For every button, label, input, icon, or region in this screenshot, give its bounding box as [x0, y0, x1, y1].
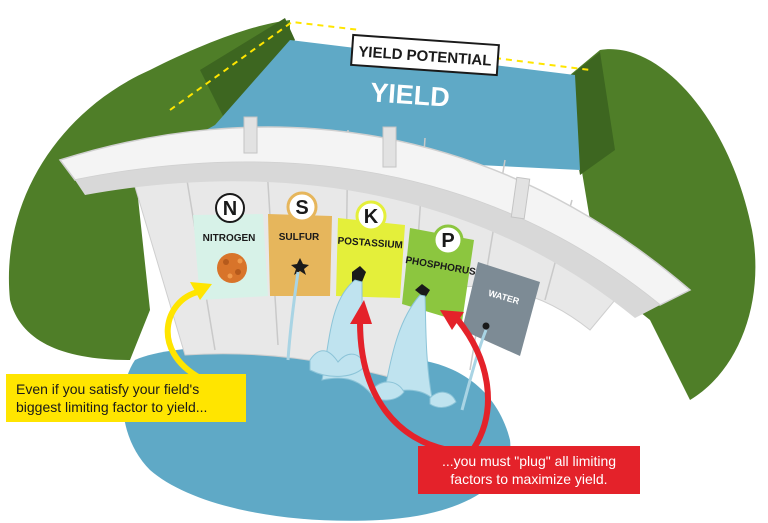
label-nitrogen: NITROGEN — [203, 233, 256, 244]
badge-p-letter: P — [441, 230, 454, 252]
splash — [309, 350, 457, 408]
grass-left-bank-shadow — [200, 18, 295, 120]
badge-s — [286, 191, 318, 223]
label-sulfur: SULFUR — [279, 232, 320, 243]
badge-k — [355, 200, 387, 232]
yield-potential-label-box — [350, 33, 500, 77]
badge-n — [215, 193, 245, 223]
sulfur-leak-icon — [286, 258, 309, 361]
callout-plug-all-factors: ...you must "plug" all limiting factors … — [418, 446, 640, 494]
badge-k-letter: K — [364, 206, 379, 228]
badge-s-letter: S — [295, 197, 308, 219]
red-arrowhead-right-icon — [440, 310, 464, 330]
water-leak-icon — [460, 322, 490, 411]
yellow-arrowhead-icon — [190, 282, 212, 300]
nutrient-badges: N S K P — [215, 191, 464, 256]
badge-p — [432, 224, 464, 256]
red-arrow-left — [357, 319, 451, 453]
red-arrow-right — [455, 317, 491, 451]
grass-right — [570, 49, 756, 401]
red-arrowhead-left-icon — [350, 300, 372, 324]
phosphorus-leak-icon — [383, 284, 433, 400]
yellow-arrow — [164, 289, 203, 381]
nitrogen-plug-icon — [217, 253, 247, 283]
dam-posts — [243, 116, 531, 220]
label-potassium: POSTASSIUM — [337, 236, 403, 252]
badge-n-letter: N — [223, 198, 237, 220]
yield-label: YIELD — [369, 77, 450, 112]
panel-sulfur — [268, 214, 332, 296]
panel-water — [462, 262, 540, 356]
yield-potential-outline — [169, 20, 591, 111]
dam-rim-edge — [75, 162, 660, 318]
callout-satisfy-biggest-factor: Even if you satisfy your field's biggest… — [6, 374, 246, 422]
